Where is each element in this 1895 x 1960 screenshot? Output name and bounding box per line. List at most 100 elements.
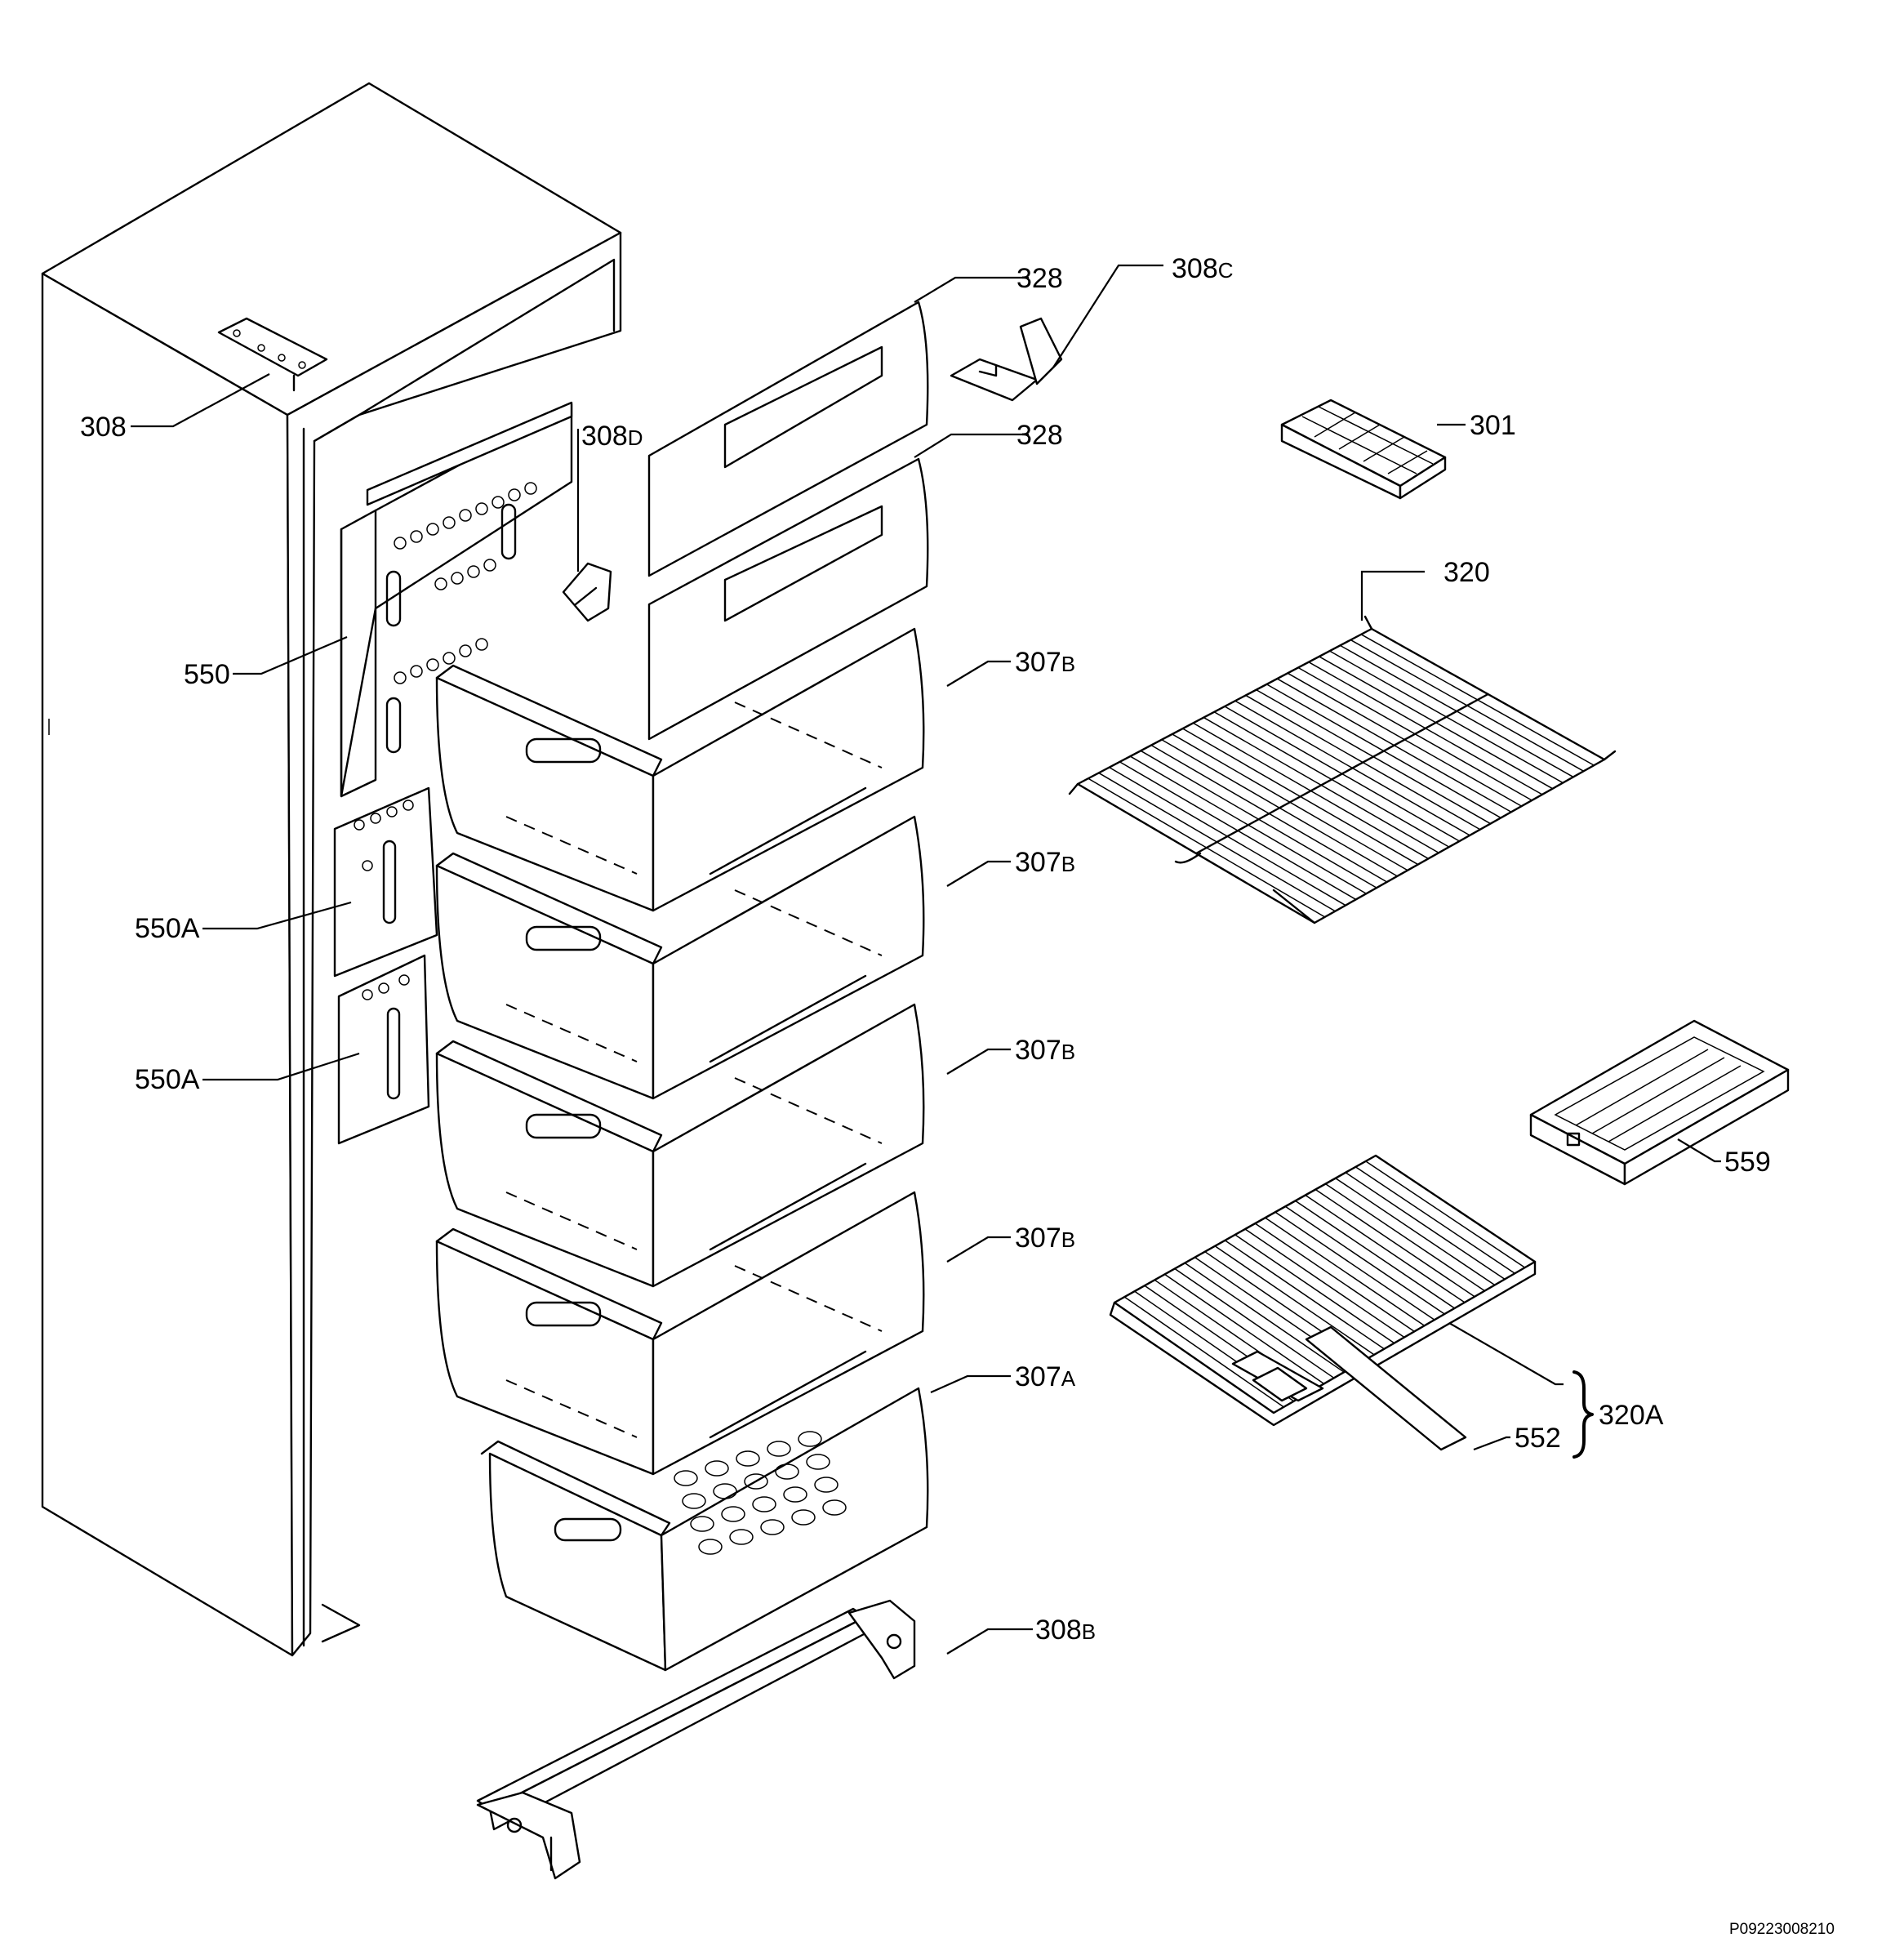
ice-cup <box>767 1441 791 1457</box>
shelf-wire <box>1295 1200 1455 1309</box>
callout-328-top: 328 <box>1016 263 1063 294</box>
shelf-wire <box>1265 1217 1426 1326</box>
drawer-rim <box>435 852 663 965</box>
ice-cup <box>760 1519 785 1535</box>
ice-cup <box>744 1473 768 1490</box>
leader-307b-2 <box>946 860 1011 887</box>
part-308-top-hinge <box>131 317 328 428</box>
shelf-wire <box>1284 1205 1445 1315</box>
drawer-307b-3 <box>435 1003 925 1288</box>
shelf-wire <box>1274 1211 1435 1321</box>
part-308d-hinge <box>562 429 612 622</box>
ice-cup <box>721 1506 745 1522</box>
callout-307a: 307A <box>1015 1361 1076 1392</box>
ice-cup <box>698 1539 723 1555</box>
part-308c-hinge <box>950 264 1163 402</box>
drawer-stack <box>435 627 929 1672</box>
drawer-hidden-edge <box>505 889 883 1062</box>
drawer-slot <box>709 1162 867 1251</box>
drawing-code: P09223008210 <box>1729 1921 1835 1938</box>
callout-307b-1: 307B <box>1015 647 1075 678</box>
shelf-crossbar <box>1194 693 1489 855</box>
drawer-handle <box>525 737 602 764</box>
part-308b-bottom-rail <box>476 1599 1033 1880</box>
drawer-hidden-edge <box>505 1077 883 1250</box>
shelf-wire <box>1244 1228 1405 1339</box>
callout-308: 308 <box>80 412 127 443</box>
freezer-cabinet <box>41 82 622 1657</box>
callout-301: 301 <box>1470 410 1516 441</box>
drawer-307a <box>480 1387 929 1672</box>
part-320a-shelf-assembly <box>1109 1154 1564 1451</box>
drawer-side <box>488 1452 667 1672</box>
shelf-wire <box>1325 1183 1485 1292</box>
callout-308d: 308D <box>581 421 643 452</box>
shelf-wire <box>1234 1234 1395 1344</box>
ice-cup <box>690 1516 714 1532</box>
drawer-side <box>435 864 655 1100</box>
drawer-slot <box>709 974 867 1063</box>
part-550-side-panel <box>233 401 573 798</box>
drawer-307b-4 <box>435 1191 925 1476</box>
shelf-wire <box>1164 1273 1324 1385</box>
shelf-wire <box>1224 1240 1385 1350</box>
shelf-320-wires <box>1088 634 1595 918</box>
callout-308b: 308B <box>1035 1615 1096 1646</box>
ice-cup <box>705 1460 729 1477</box>
drawer-307b-2 <box>435 815 925 1100</box>
ice-cup <box>682 1493 706 1509</box>
drawer-side <box>435 1052 655 1288</box>
callout-320: 320 <box>1443 557 1490 588</box>
leader-307b-1 <box>946 660 1011 687</box>
ice-cup <box>806 1454 830 1470</box>
ice-cup <box>752 1496 776 1512</box>
callout-307b-4: 307B <box>1015 1223 1075 1254</box>
drawer-handle <box>554 1517 622 1542</box>
ice-cup <box>783 1486 807 1503</box>
part-550a-upper-panel <box>202 786 438 978</box>
drawer-307b-1 <box>435 627 925 912</box>
ice-cup <box>798 1431 822 1447</box>
ice-cup <box>822 1499 847 1516</box>
shelf-wire <box>1314 1188 1475 1298</box>
drawer-hidden-edge <box>505 702 883 875</box>
drawer-front <box>660 1387 929 1672</box>
ice-cup <box>736 1450 760 1467</box>
leader-307b-4 <box>946 1236 1011 1263</box>
shelf-wire <box>1365 1160 1526 1268</box>
shelf-wire <box>1123 1296 1284 1408</box>
drawer-rim <box>435 1227 663 1341</box>
part-320-wire-shelf <box>1068 570 1617 924</box>
cold-pack-ribs <box>1575 1049 1742 1143</box>
shelf-wire <box>1355 1166 1515 1274</box>
callout-307b-2: 307B <box>1015 847 1075 878</box>
shelf-wire <box>1305 1194 1466 1303</box>
drawer-front <box>652 1191 925 1476</box>
shelf-wire <box>1335 1178 1496 1286</box>
callout-307b-3: 307B <box>1015 1035 1075 1066</box>
callout-559: 559 <box>1724 1147 1771 1178</box>
ice-cup <box>814 1477 839 1493</box>
drawer-handle <box>525 925 602 951</box>
ice-cup <box>791 1509 816 1526</box>
drawer-handle <box>525 1301 602 1327</box>
shelf-320a-wires <box>1123 1160 1526 1408</box>
leader-307a <box>930 1374 1011 1394</box>
ice-cup <box>729 1529 754 1545</box>
part-550a-lower-panel <box>202 954 430 1145</box>
drawer-front <box>652 815 925 1100</box>
callout-328-bottom: 328 <box>1016 420 1063 451</box>
callout-550a-lower: 550A <box>135 1064 200 1095</box>
part-328-lower-flap <box>647 433 1029 741</box>
drawer-side <box>435 676 655 912</box>
drawer-rim <box>435 664 663 777</box>
ice-cup <box>674 1470 698 1486</box>
callout-320a: 320A <box>1599 1400 1664 1431</box>
callout-550a-upper: 550A <box>135 913 200 944</box>
drawer-hidden-edge <box>505 1265 883 1438</box>
part-328-upper-flap <box>647 276 1029 577</box>
drawer-side <box>435 1240 655 1476</box>
shelf-wire <box>1254 1223 1415 1333</box>
drawer-handle <box>525 1113 602 1139</box>
